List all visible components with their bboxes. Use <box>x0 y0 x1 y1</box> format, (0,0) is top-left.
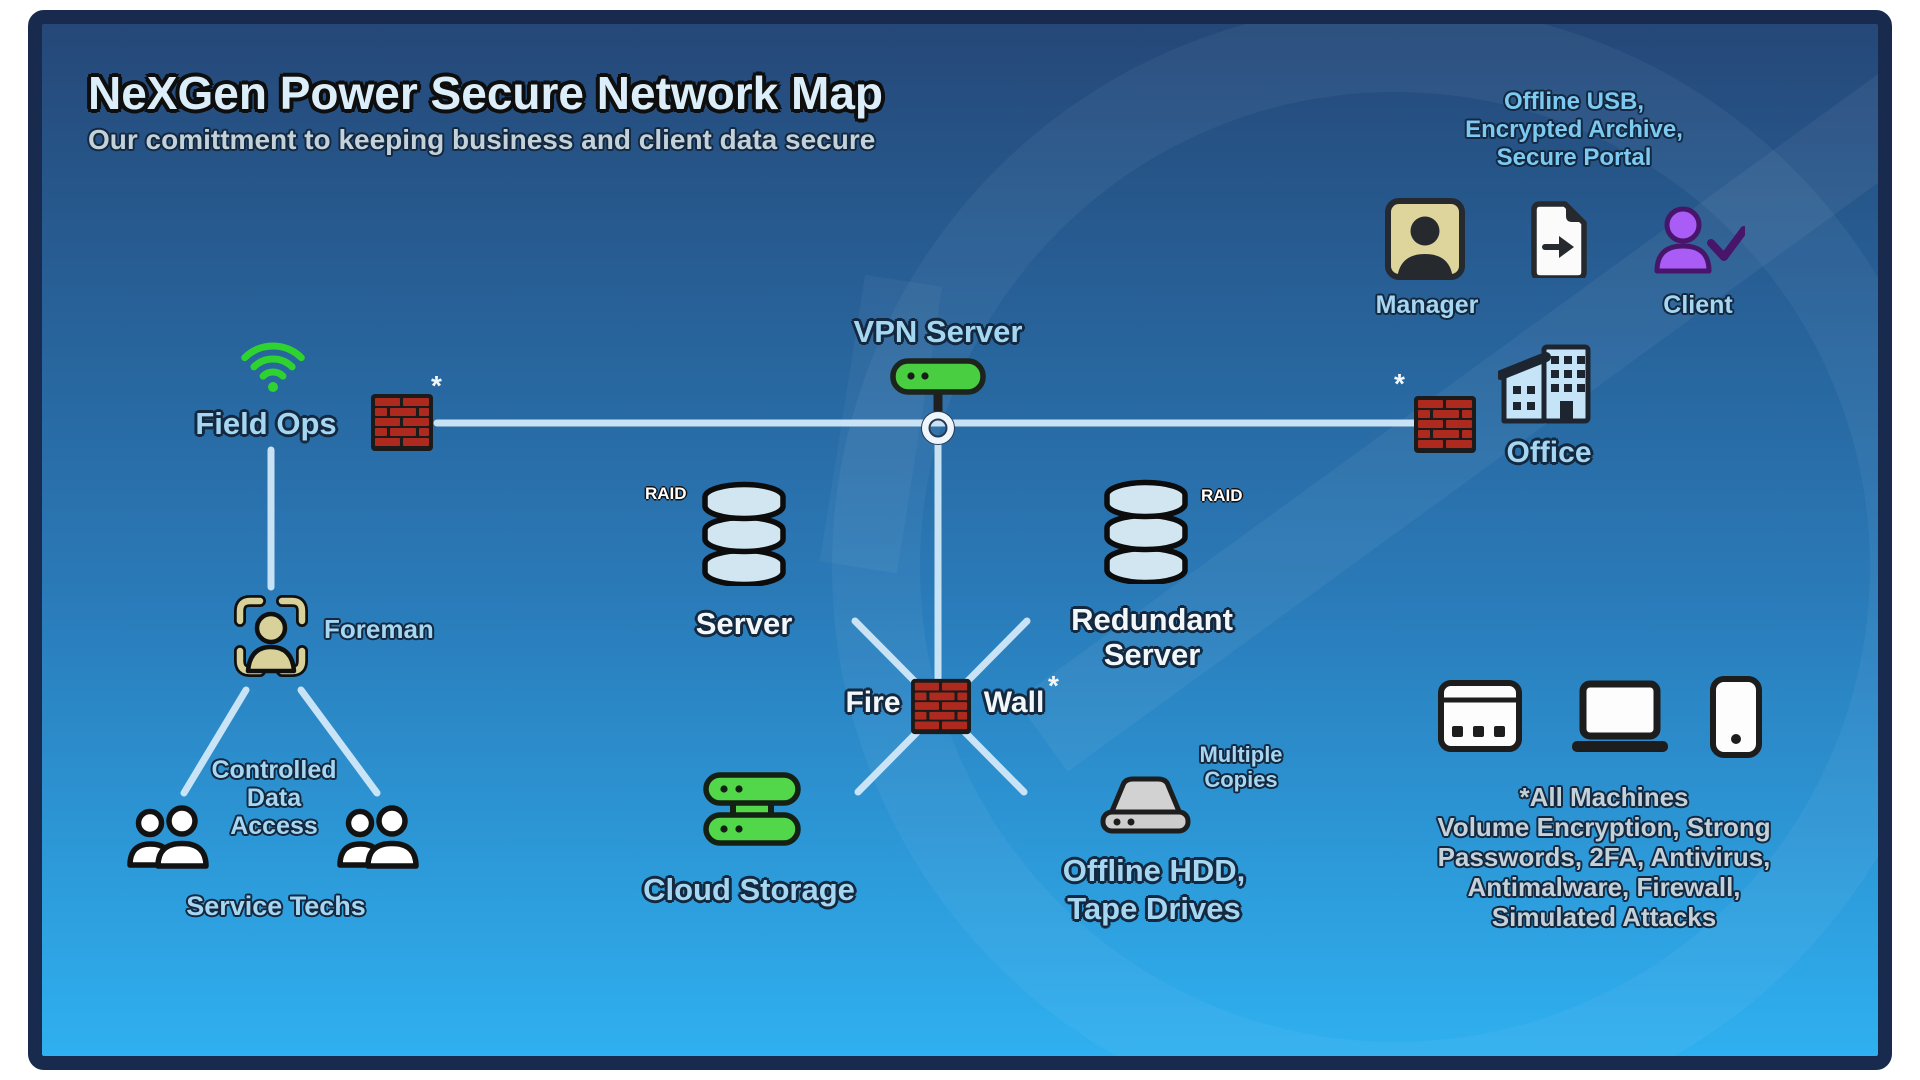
controlled-data-access-label: Controlled Data Access <box>211 756 337 840</box>
service-techs-left-icon <box>127 805 209 869</box>
foreman-icon <box>234 595 308 677</box>
service-techs-right-icon <box>337 805 419 869</box>
office-icon <box>1498 344 1591 424</box>
redundant-raid-label: RAID <box>1201 486 1243 505</box>
drive-icon <box>1438 680 1522 752</box>
server-db-icon <box>702 481 786 586</box>
foreman-label: Foreman <box>324 614 434 644</box>
client-label: Client <box>1663 291 1733 319</box>
service-techs-label: Service Techs <box>186 891 366 921</box>
firewall-center-icon <box>911 678 971 735</box>
vpn-router-icon <box>890 358 986 395</box>
wall-label: Wall <box>983 686 1045 719</box>
redundant-db-icon <box>1104 479 1188 584</box>
server-raid-label: RAID <box>645 484 687 503</box>
page-title: NeXGen Power Secure Network Map <box>88 67 884 119</box>
firewall-right-icon <box>1414 396 1476 453</box>
offline-hdd-label: Offline HDD, Tape Drives <box>1062 853 1246 926</box>
laptop-icon <box>1572 680 1668 752</box>
field-ops-label: Field Ops <box>195 406 337 441</box>
top-right-caption: Offline USB, Encrypted Archive, Secure P… <box>1465 88 1683 171</box>
redundant-server-label: Redundant Server <box>1071 602 1233 672</box>
manager-label: Manager <box>1375 291 1479 319</box>
page-subtitle: Our comittment to keeping business and c… <box>88 124 876 155</box>
all-machines-note: *All Machines Volume Encryption, Strong … <box>1437 782 1771 932</box>
vpn-server-label: VPN Server <box>853 314 1023 349</box>
cloud-storage-label: Cloud Storage <box>643 872 855 907</box>
server-label: Server <box>695 606 793 641</box>
firewall-left-asterisk: * <box>431 370 442 401</box>
manager-icon <box>1385 198 1465 280</box>
fire-label: Fire <box>845 686 901 719</box>
document-transfer-icon <box>1531 201 1587 278</box>
offline-hdd-icon <box>1100 776 1191 834</box>
office-label: Office <box>1506 436 1592 469</box>
field-ops-wifi-icon <box>241 342 305 392</box>
multiple-copies-label: Multiple Copies <box>1199 742 1283 792</box>
firewall-center-asterisk: * <box>1048 670 1059 701</box>
cloud-storage-icon <box>703 772 801 846</box>
firewall-right-asterisk: * <box>1394 368 1405 399</box>
phone-icon <box>1710 676 1762 758</box>
client-icon <box>1654 206 1745 274</box>
firewall-left-icon <box>371 394 433 451</box>
map-background <box>28 10 1892 1070</box>
